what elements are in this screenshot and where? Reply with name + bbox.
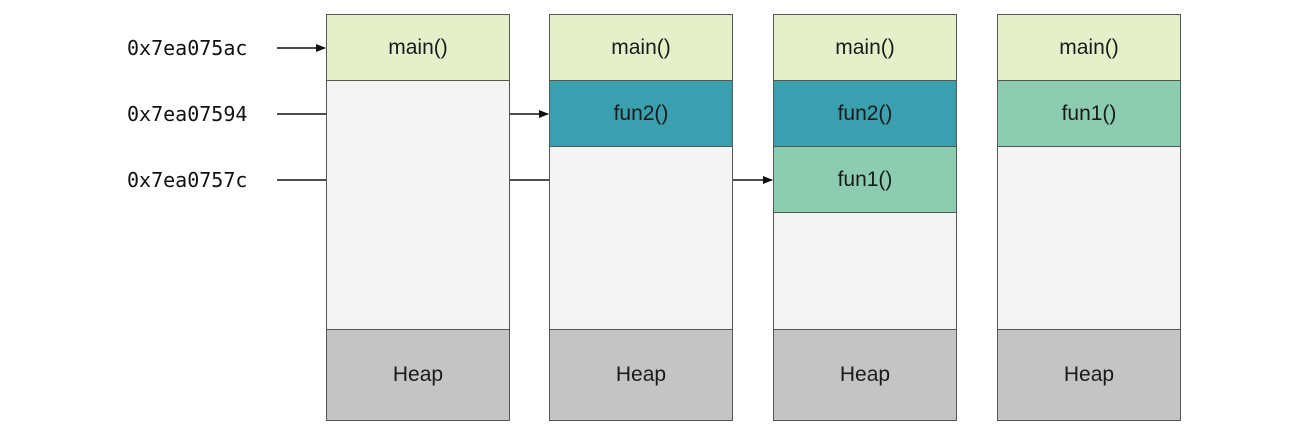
heap-block: Heap	[327, 329, 509, 420]
address-label-1: 0x7ea075ac	[127, 36, 248, 60]
address-label-3: 0x7ea0757c	[127, 168, 248, 192]
stack-column-3: main() fun2() fun1() Heap	[773, 14, 957, 421]
stack-frame-main: main()	[774, 15, 956, 81]
heap-block: Heap	[550, 329, 732, 420]
stack-column-2: main() fun2() Heap	[549, 14, 733, 421]
stack-frame-main: main()	[550, 15, 732, 81]
stack-column-1: main() Heap	[326, 14, 510, 421]
address-label-2: 0x7ea07594	[127, 102, 248, 126]
stack-column-4: main() fun1() Heap	[997, 14, 1181, 421]
stack-frame-fun2: fun2()	[774, 81, 956, 147]
heap-block: Heap	[774, 329, 956, 420]
stack-frame-fun1: fun1()	[774, 147, 956, 213]
stack-frame-main: main()	[998, 15, 1180, 81]
heap-block: Heap	[998, 329, 1180, 420]
stack-frame-fun1: fun1()	[998, 81, 1180, 147]
stack-frame-fun2: fun2()	[550, 81, 732, 147]
stack-frame-main: main()	[327, 15, 509, 81]
